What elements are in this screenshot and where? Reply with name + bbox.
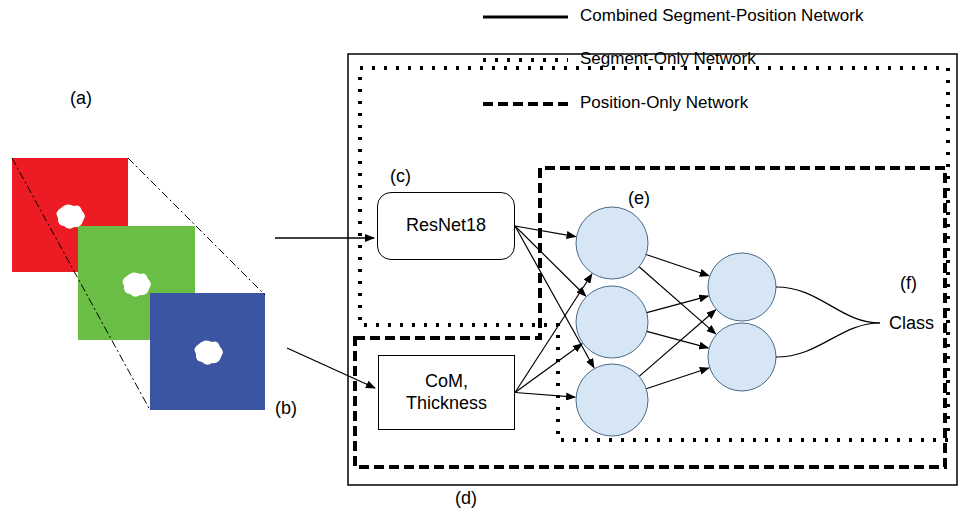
- panel-label: (f): [900, 273, 917, 294]
- node-text: ResNet18: [406, 215, 486, 237]
- neural-net: [515, 207, 880, 436]
- neuron: [576, 364, 648, 436]
- segment-only-region: [360, 68, 948, 440]
- neuron: [576, 207, 648, 279]
- hidden-connection: [646, 368, 709, 389]
- neuron: [708, 253, 776, 321]
- combined-region: [348, 54, 957, 485]
- node-text: CoM, Thickness: [397, 371, 497, 414]
- neuron: [576, 286, 648, 358]
- hidden-connection: [639, 267, 716, 334]
- input-arrow: [275, 237, 374, 238]
- hidden-connection: [639, 310, 715, 376]
- legend-text: Position-Only Network: [580, 93, 748, 113]
- hidden-connection: [646, 255, 709, 276]
- position-feature-box: CoM, Thickness: [378, 355, 515, 430]
- input-connection: [515, 226, 586, 296]
- panel-label: (b): [275, 398, 297, 419]
- rgb-stack: [12, 158, 265, 410]
- panel-label: (e): [628, 188, 650, 209]
- panel-label: (d): [455, 488, 477, 509]
- position-only-region: [355, 168, 945, 467]
- output-line: [776, 287, 880, 323]
- input-connection: [515, 344, 582, 393]
- panel-label: (a): [70, 88, 92, 109]
- legend-text: Combined Segment-Position Network: [580, 6, 863, 26]
- hidden-connection: [647, 331, 708, 348]
- legend-samples: [483, 17, 568, 104]
- input-connection: [515, 393, 575, 398]
- feature-extractor-box: ResNet18: [377, 192, 515, 260]
- panel-label: (c): [390, 166, 411, 187]
- output-label: Class: [889, 313, 934, 334]
- input-arrow: [287, 348, 375, 388]
- hidden-connection: [647, 296, 708, 313]
- output-line: [776, 323, 880, 357]
- legend-text: Segment-Only Network: [580, 49, 756, 69]
- neuron: [708, 323, 776, 391]
